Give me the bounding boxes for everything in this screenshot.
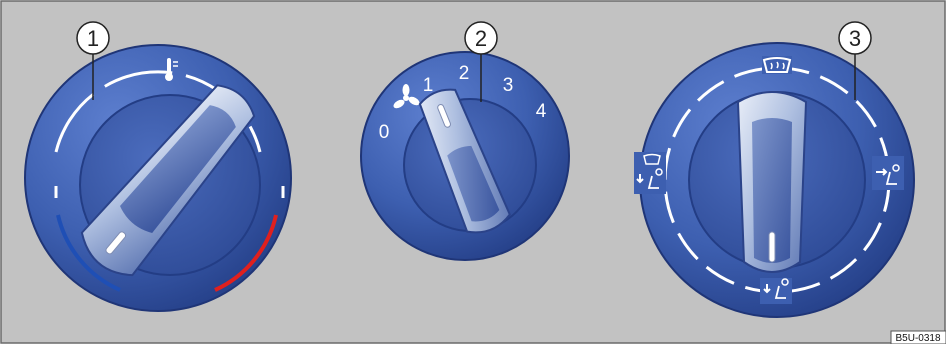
fan-scale-0: 0 xyxy=(379,122,390,143)
callout-label-2: 2 xyxy=(475,26,487,51)
callout-label-3: 3 xyxy=(849,26,861,51)
fan-scale-2: 2 xyxy=(459,63,470,84)
temperature-scale-arc xyxy=(54,70,262,153)
air-distribution-knob[interactable] xyxy=(634,42,915,318)
callout-1: 1 xyxy=(76,21,110,100)
fan-scale-3: 3 xyxy=(503,75,514,96)
fan-scale-1: 1 xyxy=(423,75,434,96)
reference-code: B5U-0318 xyxy=(890,330,946,344)
callout-3: 3 xyxy=(838,21,872,100)
callout-label-1: 1 xyxy=(87,26,99,51)
distribution-pointer-mark xyxy=(768,231,776,263)
callout-2: 2 xyxy=(464,21,498,102)
temperature-knob-handle[interactable] xyxy=(74,74,266,285)
temperature-knob[interactable] xyxy=(24,44,292,312)
hot-range-arc xyxy=(214,214,278,292)
fan-knob-handle[interactable] xyxy=(414,84,512,238)
air-distribution-knob-handle[interactable] xyxy=(736,91,808,273)
fan-scale-4: 4 xyxy=(536,101,547,122)
windshield-defrost-icon xyxy=(762,56,792,74)
temperature-pointer-mark xyxy=(105,231,127,255)
footwell-windshield-icon xyxy=(634,152,666,194)
fan-speed-knob[interactable]: 0 1 2 3 4 xyxy=(360,51,570,261)
face-vent-icon xyxy=(872,156,904,190)
fan-icon xyxy=(393,84,420,109)
thermometer-icon xyxy=(165,58,178,81)
reference-code-label: B5U-0318 xyxy=(895,333,940,344)
cold-range-arc xyxy=(56,214,121,292)
fan-pointer-mark xyxy=(437,104,451,128)
footwell-vent-icon xyxy=(760,278,792,304)
